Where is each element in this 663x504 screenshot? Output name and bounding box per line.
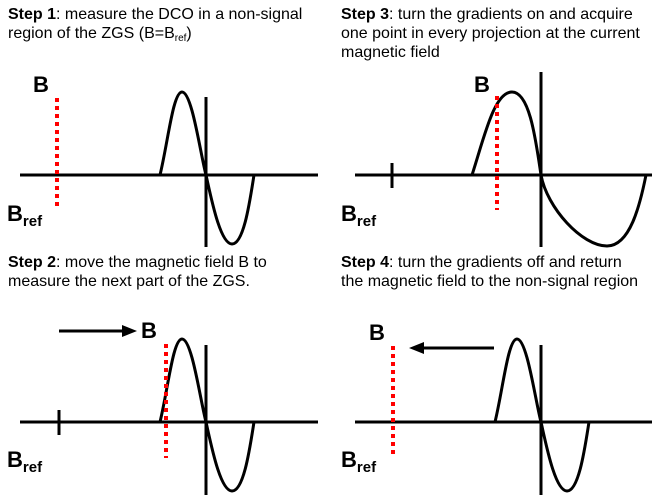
step-1-text-sub: ref	[174, 33, 187, 44]
panel-2-arrow-head	[122, 325, 137, 337]
panel-4-field-label: B	[369, 320, 385, 345]
panel-2-ref-label: Bref	[7, 447, 43, 476]
step-1-text: : measure the DCO in a non-signal region…	[8, 6, 303, 42]
panel-2-ref-label-main: B	[7, 447, 23, 472]
step-2-label: Step 2	[8, 254, 57, 271]
panel-4-ref-label-main: B	[341, 447, 357, 472]
panel-step-1: B Bref	[7, 72, 318, 247]
panel-1-ref-label-main: B	[7, 201, 23, 226]
step-1-caption: Step 1: measure the DCO in a non-signal …	[8, 5, 308, 44]
panel-2-ref-label-sub: ref	[23, 459, 43, 476]
panel-3-ref-label-sub: ref	[357, 213, 377, 230]
step-4-text: : turn the gradients off and return the …	[341, 254, 639, 290]
step-2-text: : move the magnetic field B to measure t…	[8, 254, 267, 290]
panel-4-ref-label: Bref	[341, 447, 377, 476]
panel-step-2: B Bref	[7, 318, 318, 495]
step-1-text-tail: )	[186, 25, 192, 42]
panel-2-waveform	[158, 337, 256, 493]
step-3-label: Step 3	[341, 6, 390, 23]
step-1-label: Step 1	[8, 6, 57, 23]
step-4-label: Step 4	[341, 254, 390, 271]
panel-4-ref-label-sub: ref	[357, 459, 377, 476]
panel-3-field-label: B	[474, 72, 490, 97]
step-2-caption: Step 2: move the magnetic field B to mea…	[8, 253, 328, 291]
panel-step-4: B Bref	[341, 320, 652, 495]
panel-4-arrow-head	[409, 342, 424, 354]
panel-1-waveform	[158, 90, 256, 246]
panel-2-field-label: B	[141, 318, 157, 343]
panel-3-ref-label: Bref	[341, 201, 377, 230]
panel-3-ref-label-main: B	[341, 201, 357, 226]
step-4-caption: Step 4: turn the gradients off and retur…	[341, 253, 641, 291]
panel-step-3: B Bref	[341, 72, 652, 248]
panel-1-ref-label-sub: ref	[23, 213, 43, 230]
panel-4-waveform	[493, 337, 591, 493]
panel-1-field-label: B	[33, 72, 49, 97]
panel-1-ref-label: Bref	[7, 201, 43, 230]
step-3-caption: Step 3: turn the gradients on and acquir…	[341, 5, 663, 62]
step-3-text: : turn the gradients on and acquire one …	[341, 6, 640, 61]
